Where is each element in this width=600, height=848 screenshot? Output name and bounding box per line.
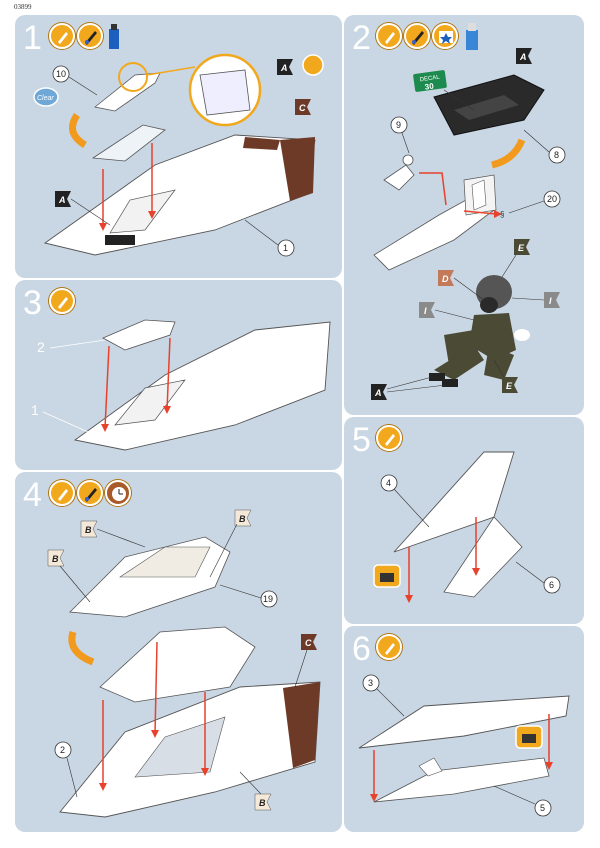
paint-code-B-2: B [52,554,59,564]
part-number-1: 1 [283,243,288,253]
step-4-number: 4 [23,476,42,514]
paint-brush-icon [77,480,103,506]
step-2-drawing: DECAL 30 A 8 9 § 20 [371,48,566,400]
step-2-panel: 2 DECAL 30 A 8 9 § 20 [344,15,584,415]
paint-code-B-3: B [239,514,246,524]
step-3-panel: 3 2 1 [15,280,342,470]
step-3-number: 3 [23,284,42,322]
paint-brush-icon [404,23,430,49]
part-number-8: 8 [554,150,559,160]
step-6-number: 6 [352,630,371,668]
part-number-4: 4 [386,478,391,488]
part-number-5: 5 [540,803,545,813]
paint-code-E-2: E [506,381,513,391]
part-number-1: 1 [31,402,39,418]
clock-icon [105,480,131,506]
paint-code-A-2: A [280,63,288,73]
step-5-drawing: 4 6 [373,451,561,603]
part-number-19: 19 [263,594,273,604]
glue-icon [376,634,402,660]
paint-code-B-4: B [259,798,266,808]
step-1-drawing: Clear A A C 10 1 [33,53,324,257]
decal-label: DECAL [419,75,440,84]
paint-code-A: A [58,195,66,205]
part-number-2: 2 [37,339,45,355]
paint-code-A-2: A [374,388,382,398]
paint-can-icon [109,24,119,49]
paint-code-B: B [85,525,92,535]
part-number-3: 3 [368,678,373,688]
step-1-number: 1 [23,19,42,57]
step-2-number: 2 [352,19,371,57]
part-number-10: 10 [56,69,66,79]
paint-code-A: A [519,52,527,62]
step-1-panel: 1 Clear A A C [15,15,342,278]
part-number-9: 9 [396,120,401,130]
paint-brush-icon [77,23,103,49]
step-4-panel: 4 B B B 19 C B 2 [15,472,342,832]
part-20-small: § [500,210,504,219]
part-number-20: 20 [547,194,557,204]
decal-fix-can-icon [466,23,478,50]
part-number-6: 6 [549,580,554,590]
decal-icon [432,23,458,49]
paint-code-C: C [299,103,306,113]
step-3-drawing: 2 1 [31,319,331,451]
step-6-panel: 6 3 5 [344,626,584,832]
rotate-icon [302,54,324,76]
paint-code-D: D [442,274,449,284]
paint-code-E: E [518,243,525,253]
glue-icon [376,425,402,451]
glue-icon [376,23,402,49]
step-5-panel: 5 4 6 [344,417,584,624]
step-4-drawing: B B B 19 C B 2 [47,509,321,818]
part-number-2: 2 [60,745,65,755]
step-6-drawing: 3 5 [358,674,570,817]
glue-icon [49,23,75,49]
decal-number: 30 [424,82,435,92]
clear-label: Clear [37,95,54,102]
product-code: 03899 [14,3,32,11]
glue-icon [49,480,75,506]
paint-code-C: C [305,638,312,648]
paint-code-I-2: I [424,306,427,316]
step-5-number: 5 [352,421,371,459]
paint-code-I: I [549,296,552,306]
glue-icon [49,288,75,314]
